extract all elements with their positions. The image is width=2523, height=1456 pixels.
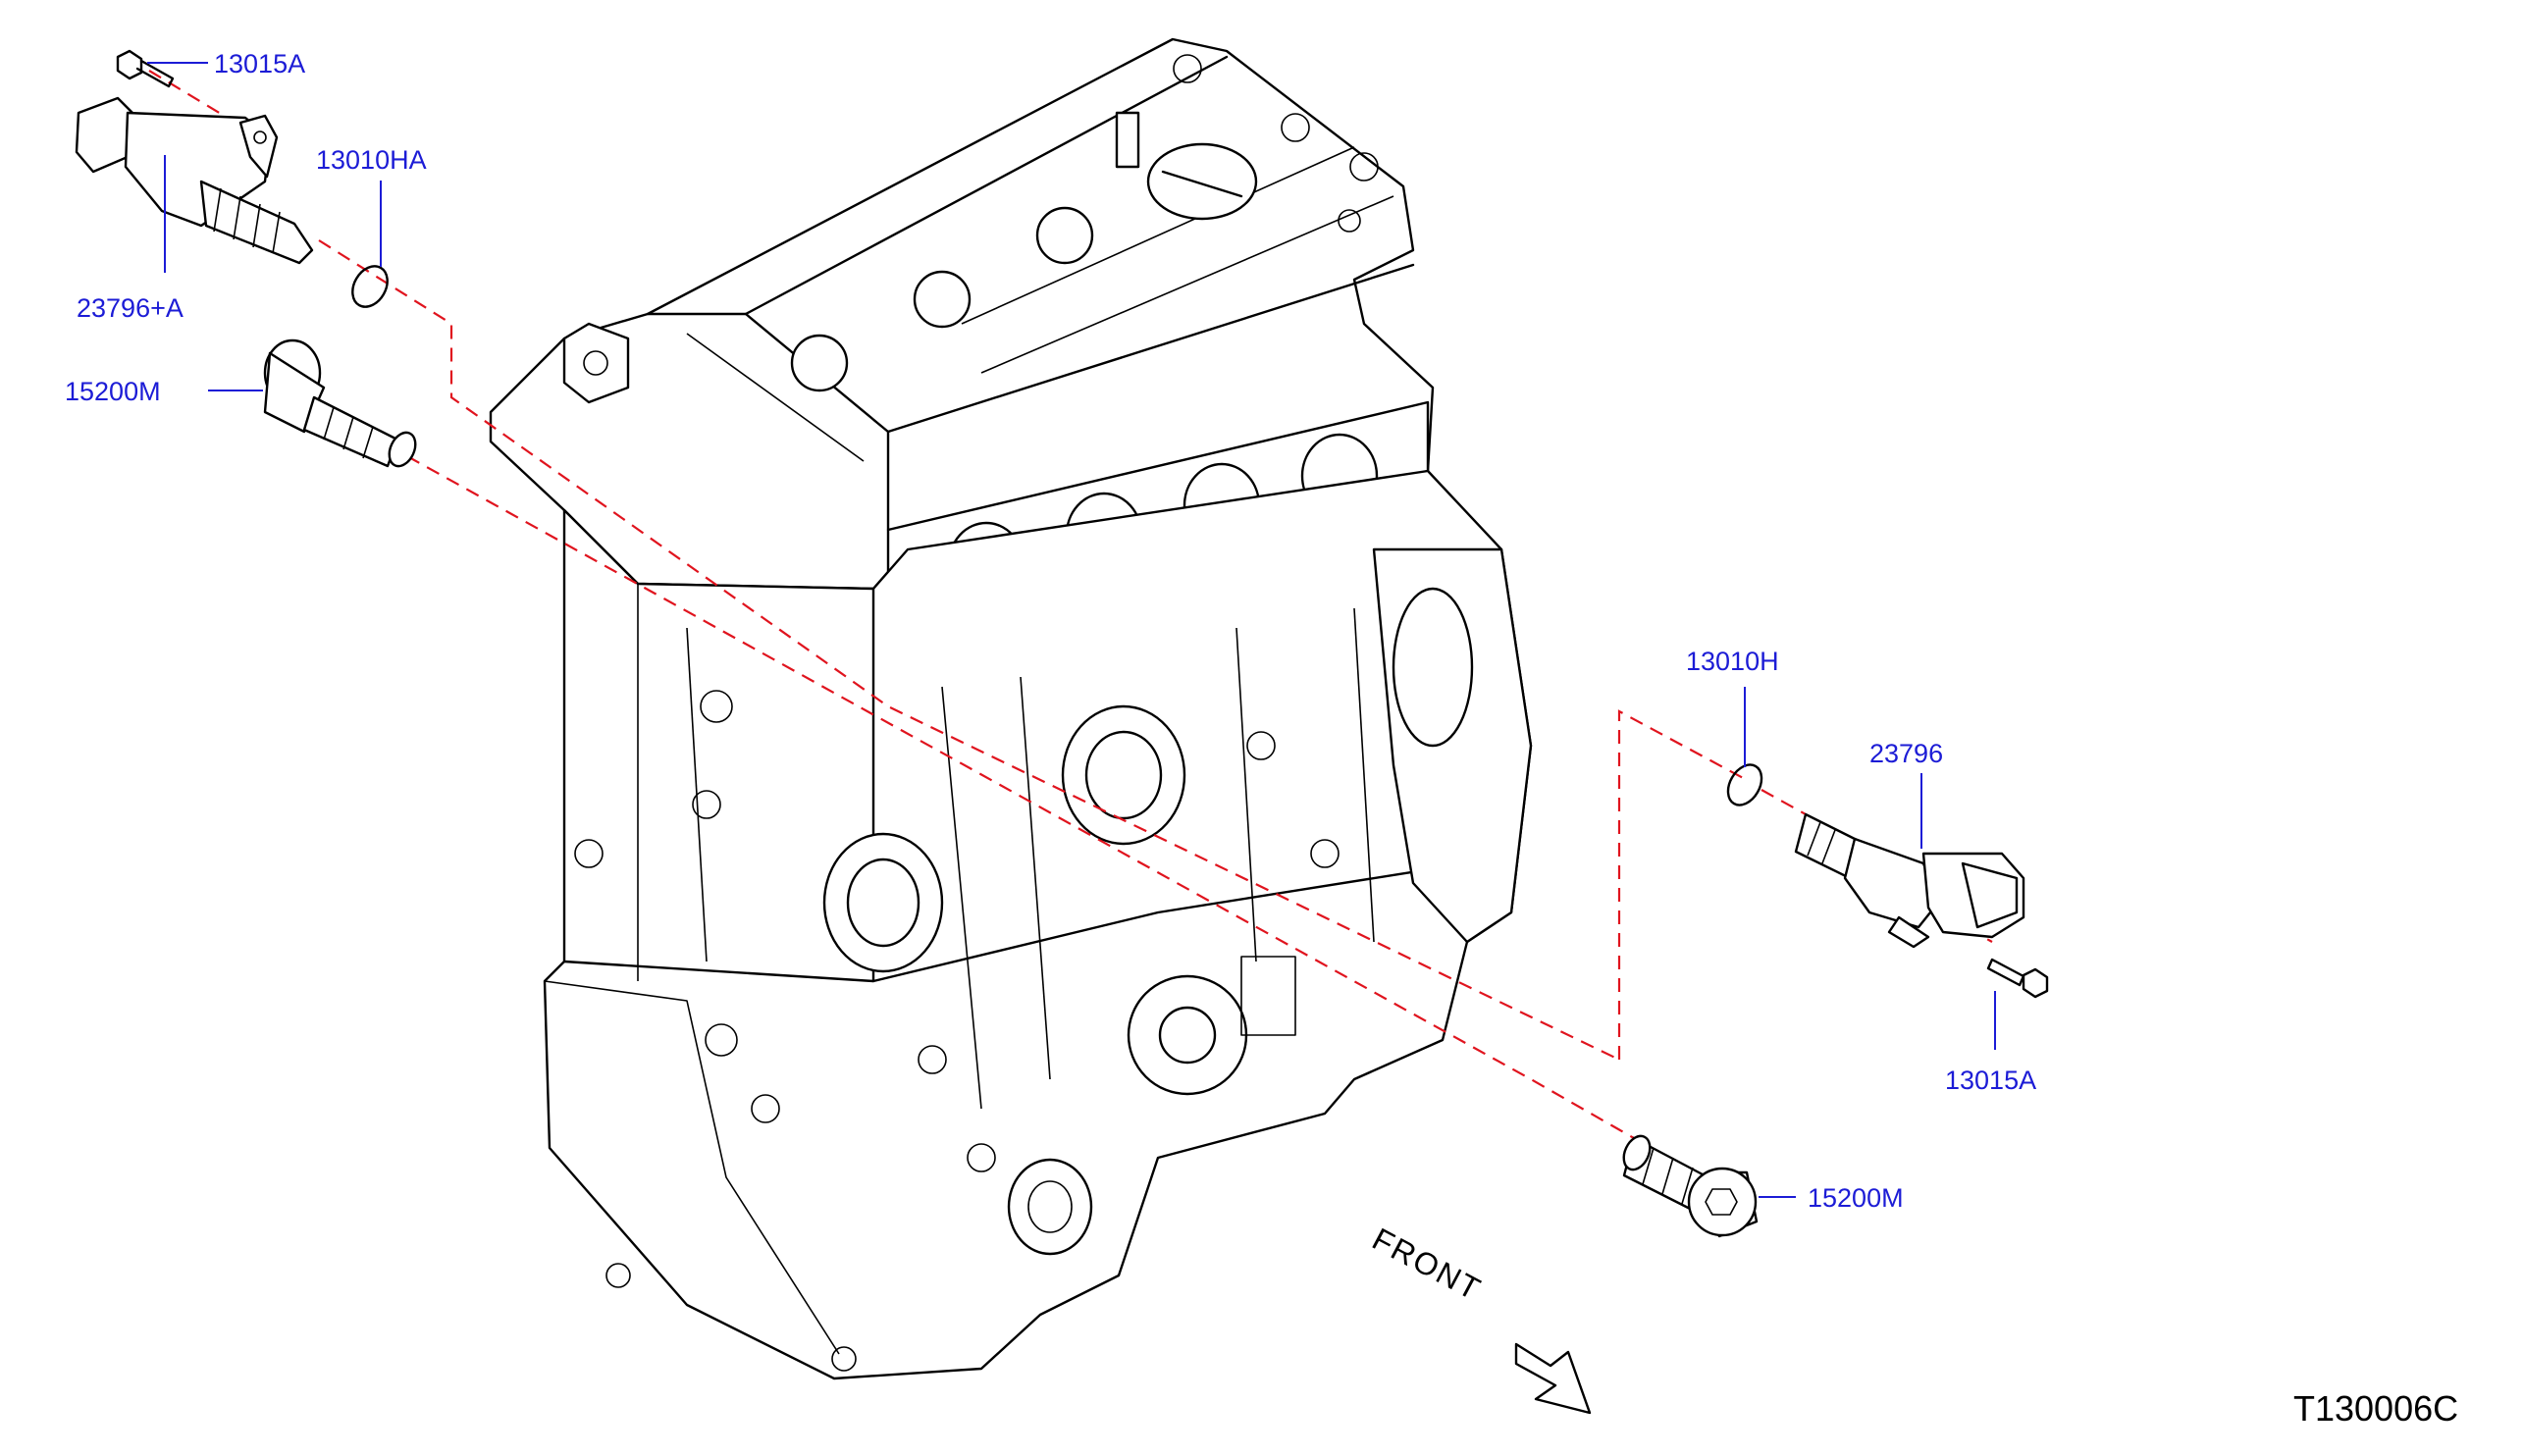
- solenoid-valve-right: [1794, 812, 2025, 949]
- guide-filter-top: [406, 455, 1635, 1139]
- label-oring-top: 13010HA: [316, 145, 427, 175]
- label-filter-right: 15200M: [1808, 1183, 1904, 1213]
- label-solenoid-top: 23796+A: [77, 293, 184, 323]
- guide-solenoid-top: [318, 239, 1620, 1061]
- engine-assembly: [489, 37, 1533, 1380]
- label-bolt-top: 13015A: [214, 49, 305, 78]
- label-oring-right: 13010H: [1686, 647, 1779, 676]
- oring-top: [351, 265, 389, 308]
- front-arrow-icon: [1514, 1342, 1592, 1415]
- guide-right: [1617, 709, 1748, 1060]
- oring-right: [1726, 763, 1763, 806]
- diagram-code: T130006C: [2293, 1388, 2458, 1429]
- part-labels: 13015A 13010HA 23796+A 15200M 13010H 237…: [65, 49, 2036, 1213]
- front-label: FRONT: [1367, 1221, 1488, 1307]
- leader-lines: [147, 62, 1996, 1198]
- front-indicator: FRONT: [1367, 1221, 1592, 1415]
- oil-filter-top: [263, 338, 417, 468]
- oil-filter-right: [1622, 1134, 1759, 1238]
- solenoid-valve-top: [75, 96, 314, 265]
- label-bolt-right: 13015A: [1945, 1066, 2036, 1095]
- label-solenoid-right: 23796: [1869, 739, 1943, 768]
- bolt-right: [1986, 958, 2049, 999]
- label-filter-top: 15200M: [65, 377, 161, 406]
- bolt-top: [116, 49, 175, 88]
- guide-solenoid-right: [1761, 789, 1807, 815]
